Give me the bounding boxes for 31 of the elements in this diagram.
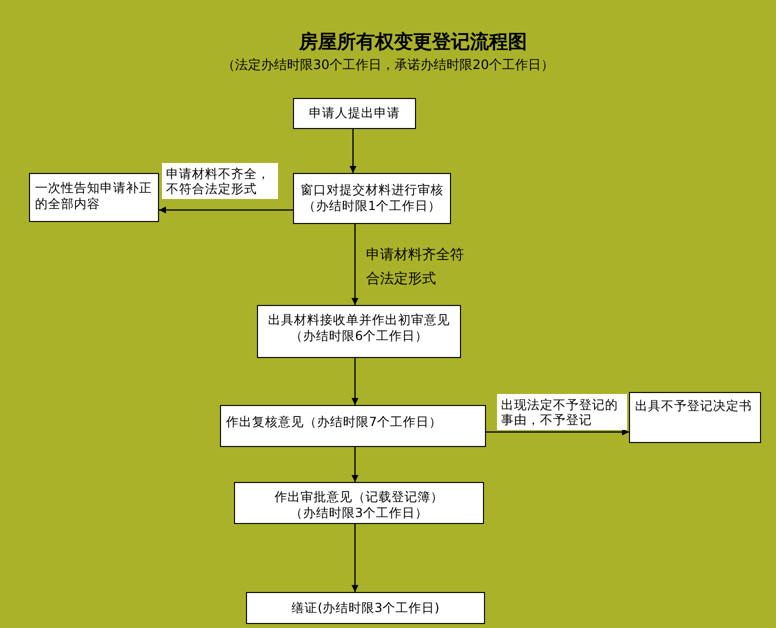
process-box [293,173,451,224]
process-box [629,392,761,443]
arrow [352,224,358,305]
edge-label: 申请材料齐全符合法定形式 [366,246,465,289]
process-box [293,98,416,129]
box-text: （办结时限3个工作日） [289,505,429,521]
box-text: 作出审批意见（记载登记簿） [274,489,444,505]
arrow [159,206,293,214]
arrow [350,129,356,173]
box-text: 出具材料接收单并作出初审意见 [267,312,451,328]
box-text: 缮证(办结时限3个工作日) [290,600,440,616]
arrow [352,524,358,592]
arrow [486,428,629,436]
box-text: 出具不予登记决定书 [635,398,753,414]
process-box [246,592,485,624]
arrow [352,358,358,405]
process-box [29,173,159,222]
box-text: （办结时限6个工作日） [289,328,429,344]
arrow [352,447,358,482]
box-text: 窗口对提交材料进行审核 [300,182,444,198]
process-box [257,305,461,358]
edge-label: 申请材料不齐全，不符合法定形式 [162,163,278,199]
process-box [220,405,486,447]
box-text: 一次性告知申请补正的全部内容 [35,180,153,212]
title: 房屋所有权变更登记流程图 [298,30,528,54]
edge-label: 出现法定不予登记的事由，不予登记 [497,394,627,430]
box-text: （办结时限1个工作日） [302,198,442,214]
process-box [234,482,484,524]
subtitle: （法定办结时限30个工作日，承诺办结时限20个工作日） [220,58,556,73]
box-text: 作出复核意见（办结时限7个工作日） [226,414,443,430]
box-text: 申请人提出申请 [308,105,401,121]
